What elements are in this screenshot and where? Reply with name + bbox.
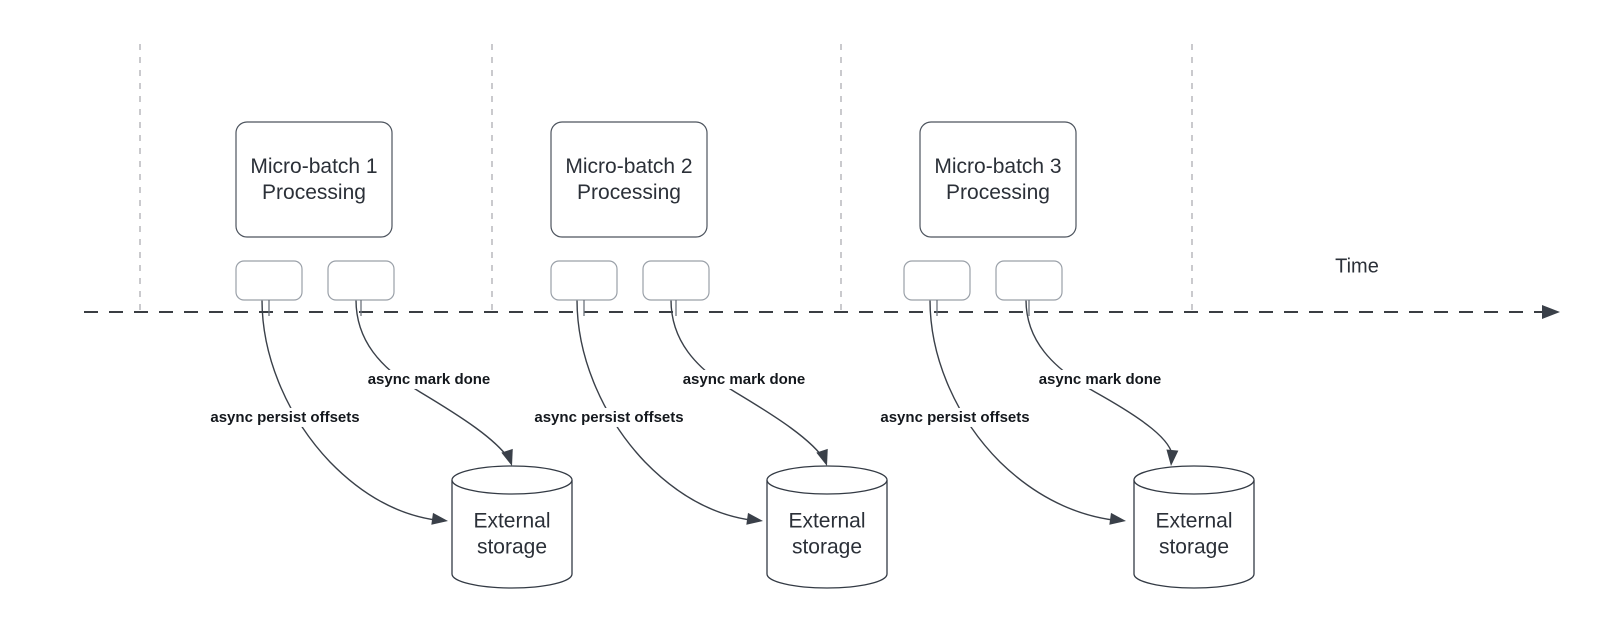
- storage-cylinder-top-group-3: [1133, 465, 1255, 495]
- edge-label-g3-persist-offsets: async persist offsets: [880, 409, 1029, 426]
- edge-label-g1-persist-offsets: async persist offsets: [210, 409, 359, 426]
- edge-label-g2-persist-offsets: async persist offsets: [534, 409, 683, 426]
- edge-label-halo-g2-persist-offsets: [531, 407, 687, 427]
- batch-box-group-2[interactable]: [550, 121, 708, 238]
- lane-dividers: [139, 44, 1193, 312]
- edge-g1-persist-offsets: [261, 299, 445, 522]
- arrow-head-g3-mark-done: [1166, 449, 1179, 466]
- batch-label-line2-group-2: Processing: [577, 181, 681, 204]
- task-box-g3-task-b[interactable]: [995, 260, 1063, 301]
- storage-cylinder-top-group-1: [451, 465, 573, 495]
- edge-label-g2-mark-done: async mark done: [683, 371, 806, 388]
- time-axis-label-group: Time: [1335, 255, 1379, 277]
- timeline-arrow-icon: [1542, 305, 1560, 319]
- storage-label-line1-group-1: External: [473, 510, 550, 533]
- arrow-head-g2-persist-offsets: [746, 512, 763, 525]
- batch-label-line2-group-3: Processing: [946, 181, 1050, 204]
- batch-label-line1-group-2: Micro-batch 2: [565, 155, 692, 178]
- batch-box-group-3[interactable]: [919, 121, 1077, 238]
- edge-g3-mark-done: [1025, 299, 1174, 463]
- batch-label-line1-group-3: Micro-batch 3: [934, 155, 1061, 178]
- edges-layer: [261, 299, 1179, 525]
- storage-label-line2-group-3: storage: [1159, 536, 1229, 559]
- batch-label-line1-group-1: Micro-batch 1: [250, 155, 377, 178]
- edge-label-halo-g2-mark-done: [679, 369, 809, 389]
- storage-label-line1-group-2: External: [788, 510, 865, 533]
- storage-cylinder-body-group-1[interactable]: [451, 480, 573, 589]
- storage-cylinder-body-group-3[interactable]: [1133, 480, 1255, 589]
- edge-label-g3-mark-done: async mark done: [1039, 371, 1162, 388]
- task-box-g3-task-a[interactable]: [903, 260, 971, 301]
- batch-box-group-1[interactable]: [235, 121, 393, 238]
- edge-g3-persist-offsets: [929, 299, 1123, 522]
- timeline-axis: [84, 305, 1560, 319]
- task-box-g2-task-b[interactable]: [642, 260, 710, 301]
- edge-label-g1-mark-done: async mark done: [368, 371, 491, 388]
- batch-label-line2-group-1: Processing: [262, 181, 366, 204]
- time-axis-label: Time: [1335, 255, 1379, 277]
- task-box-g1-task-b[interactable]: [327, 260, 395, 301]
- task-box-g2-task-a[interactable]: [550, 260, 618, 301]
- edge-label-halo-g1-mark-done: [364, 369, 494, 389]
- edge-g1-mark-done: [355, 299, 512, 463]
- storage-label-line2-group-2: storage: [792, 536, 862, 559]
- edge-labels-layer: async persist offsets async mark done asyn…: [207, 369, 1165, 427]
- storage-label-line1-group-3: External: [1155, 510, 1232, 533]
- edge-g2-mark-done: [670, 299, 827, 463]
- storage-cylinder-body-group-2[interactable]: [766, 480, 888, 589]
- arrow-head-g3-persist-offsets: [1109, 512, 1126, 525]
- task-box-g1-task-a[interactable]: [235, 260, 303, 301]
- edge-label-halo-g3-mark-done: [1035, 369, 1165, 389]
- edge-label-halo-g1-persist-offsets: [207, 407, 363, 427]
- arrow-head-g1-mark-done: [501, 448, 513, 466]
- arrow-head-g1-persist-offsets: [431, 512, 448, 525]
- edge-g2-persist-offsets: [576, 299, 760, 522]
- arrow-head-g2-mark-done: [816, 448, 828, 466]
- storage-cylinder-top-group-2: [766, 465, 888, 495]
- storage-label-line2-group-1: storage: [477, 536, 547, 559]
- edge-label-halo-g3-persist-offsets: [877, 407, 1033, 427]
